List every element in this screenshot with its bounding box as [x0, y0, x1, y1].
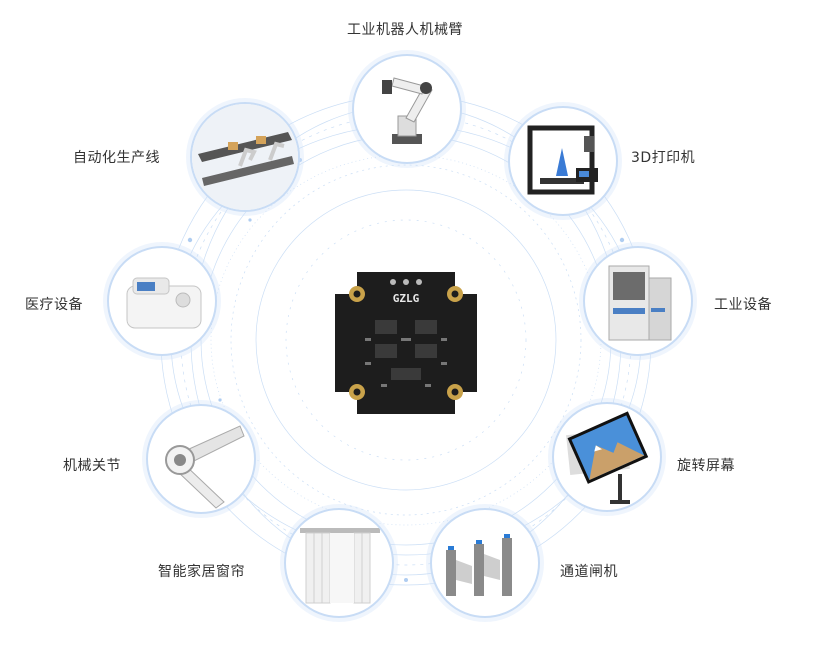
label-rotating-screen: 旋转屏幕: [677, 458, 735, 474]
node-gate: [430, 508, 540, 618]
motor-driver-board: GZLG: [335, 272, 477, 414]
node-industrial: [583, 246, 693, 356]
node-medical: [107, 246, 217, 356]
3d-printer-icon: [527, 125, 598, 195]
label-production: 自动化生产线: [73, 150, 160, 166]
board-brand: GZLG: [393, 292, 420, 305]
robot-arm-icon: [382, 77, 433, 144]
robot-joint-icon: [165, 425, 245, 509]
label-medical: 医疗设备: [25, 297, 83, 313]
label-industrial: 工业设备: [714, 297, 772, 313]
label-curtain: 智能家居窗帘: [158, 564, 245, 580]
label-joint: 机械关节: [63, 458, 121, 474]
label-gate: 通道闸机: [560, 564, 618, 580]
medical-device-icon: [126, 277, 202, 329]
node-rotating-screen: [552, 402, 662, 512]
rotating-screen-icon: [566, 411, 649, 504]
label-robot-arm: 工业机器人机械臂: [347, 22, 463, 38]
industrial-machine-icon: [608, 265, 672, 341]
production-line-icon: [192, 104, 298, 210]
curtain-icon: [300, 528, 380, 604]
label-3d-printer: 3D打印机: [631, 150, 696, 166]
node-joint: [146, 404, 256, 514]
node-robot-arm: [352, 54, 462, 164]
node-curtain: [284, 508, 394, 618]
node-production: [190, 102, 300, 212]
turnstile-gate-icon: [446, 534, 512, 596]
node-3d-printer: [508, 106, 618, 216]
